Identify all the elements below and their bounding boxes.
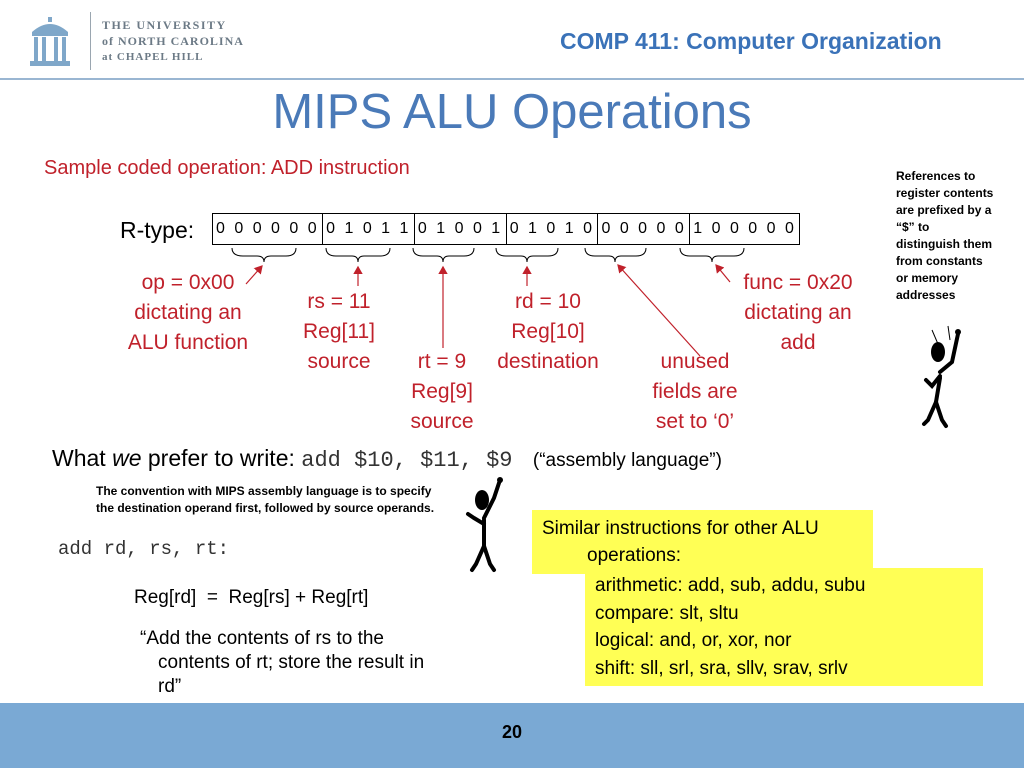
footer-bar <box>0 703 1024 768</box>
stick-figure-explaining-icon <box>466 477 503 572</box>
assembly-language-label: assembly language <box>545 450 710 471</box>
rs-field: 0 1 0 1 1 <box>323 214 415 244</box>
list-item: arithmetic: add, sub, addu, subu <box>595 575 866 596</box>
rt-annotation: rt = 9 Reg[9] source <box>392 347 492 437</box>
side-note-line: or memory <box>896 271 959 285</box>
alu-instruction-list: arithmetic: add, sub, addu, subu compare… <box>585 568 983 686</box>
op-desc-1: dictating an <box>134 301 242 324</box>
close-quote: ”) <box>709 450 722 471</box>
rs-role: source <box>307 350 371 373</box>
register-formula: Reg[rd] = Reg[rs] + Reg[rt] <box>134 587 369 608</box>
op-field: 0 0 0 0 0 0 <box>213 214 324 244</box>
side-note: References to register contents are pref… <box>896 168 1016 304</box>
convention-line: the destination operand first, followed … <box>96 501 435 515</box>
rs-annotation: rs = 11 Reg[11] source <box>284 287 394 377</box>
rt-role: source <box>410 410 474 433</box>
side-note-line: distinguish them <box>896 237 992 251</box>
op-annotation: op = 0x00 dictating an ALU function <box>112 268 264 358</box>
logo-line-3: at CHAPEL HILL <box>102 51 204 63</box>
yellow-box-heading-2: operations: <box>587 545 682 566</box>
rd-value: rd = 10 <box>515 290 581 313</box>
rd-role: destination <box>497 350 599 373</box>
func-field: 1 0 0 0 0 0 <box>693 220 797 237</box>
prefer-emphasis: we <box>112 445 142 471</box>
logo-line-2: of NORTH CAROLINA <box>102 34 244 48</box>
generic-code: add rd, rs, rt: <box>58 538 230 560</box>
page-number: 20 <box>501 722 523 742</box>
similar-instructions-header-box: Similar instructions for other ALU opera… <box>532 510 873 574</box>
unused-line-1: unused <box>660 350 730 373</box>
side-note-line: from constants <box>896 254 983 268</box>
logo-line-1: THE UNIVERSITY <box>102 18 227 32</box>
op-value: op = 0x00 <box>141 271 235 294</box>
rs-value: rs = 11 <box>307 290 371 313</box>
list-item: logical: and, or, xor, nor <box>595 630 792 651</box>
func-annotation: func = 0x20 dictating an add <box>728 268 868 358</box>
description-line-1: “Add the contents of rs to the <box>140 628 384 649</box>
yellow-box-heading-1: Similar instructions for other ALU <box>542 518 819 539</box>
stick-figure-pointing-icon <box>922 325 961 428</box>
list-item: shift: sll, srl, sra, sllv, srav, srlv <box>595 657 848 679</box>
assembly-language-note: (“assembly language”) <box>533 450 722 471</box>
slide-subtitle: Sample coded operation: ADD instruction <box>44 157 410 179</box>
unused-annotation: unused fields are set to ‘0’ <box>630 347 760 437</box>
unc-logo: THE UNIVERSITY of NORTH CAROLINA at CHAP… <box>22 12 252 72</box>
open-quote: (“ <box>532 450 546 471</box>
preferred-syntax-line: What we prefer to write: add $10, $11, $… <box>52 445 722 473</box>
prefer-rest: prefer to write: <box>141 445 295 471</box>
side-note-line: are prefixed by a <box>896 203 992 217</box>
old-well-icon <box>30 17 70 66</box>
func-desc-1: dictating an <box>744 301 852 324</box>
func-value: func = 0x20 <box>743 271 853 294</box>
description-line-2: contents of rt; store the result in <box>158 652 425 673</box>
shamt-field: 0 0 0 0 0 <box>598 214 691 244</box>
rt-reg: Reg[9] <box>411 380 473 403</box>
rtype-label: R-type: <box>120 217 195 243</box>
instruction-description: “Add the contents of rs to the contents … <box>140 627 500 699</box>
prefer-lead: What <box>52 445 113 471</box>
convention-note: The convention with MIPS assembly langua… <box>96 483 434 517</box>
rd-reg: Reg[10] <box>511 320 585 343</box>
side-note-line: “$” to <box>896 220 930 234</box>
side-note-line: addresses <box>896 288 956 302</box>
description-line-3: rd” <box>158 676 182 697</box>
instruction-bits: 0 0 0 0 0 0 0 1 0 1 1 0 1 0 0 1 0 1 0 1 … <box>212 213 801 245</box>
assembly-example: add $10, $11, $9 <box>301 448 513 473</box>
header-divider <box>0 78 1024 80</box>
slide-title: MIPS ALU Operations <box>272 85 752 139</box>
convention-line: The convention with MIPS assembly langua… <box>96 484 432 498</box>
rt-value: rt = 9 <box>417 350 467 373</box>
unused-line-3: set to ‘0’ <box>655 410 735 433</box>
rd-field: 0 1 0 1 0 <box>507 214 599 244</box>
list-item: compare: slt, sltu <box>595 602 739 624</box>
rs-reg: Reg[11] <box>303 320 375 343</box>
rt-field: 0 1 0 0 1 <box>415 214 507 244</box>
unused-line-2: fields are <box>652 380 738 403</box>
course-title: COMP 411: Computer Organization <box>560 28 942 54</box>
rd-annotation: rd = 10 Reg[10] destination <box>478 287 618 377</box>
side-note-line: References to <box>896 169 976 183</box>
op-desc-2: ALU function <box>127 331 249 354</box>
func-desc-2: add <box>780 331 816 354</box>
side-note-line: register contents <box>896 186 994 200</box>
